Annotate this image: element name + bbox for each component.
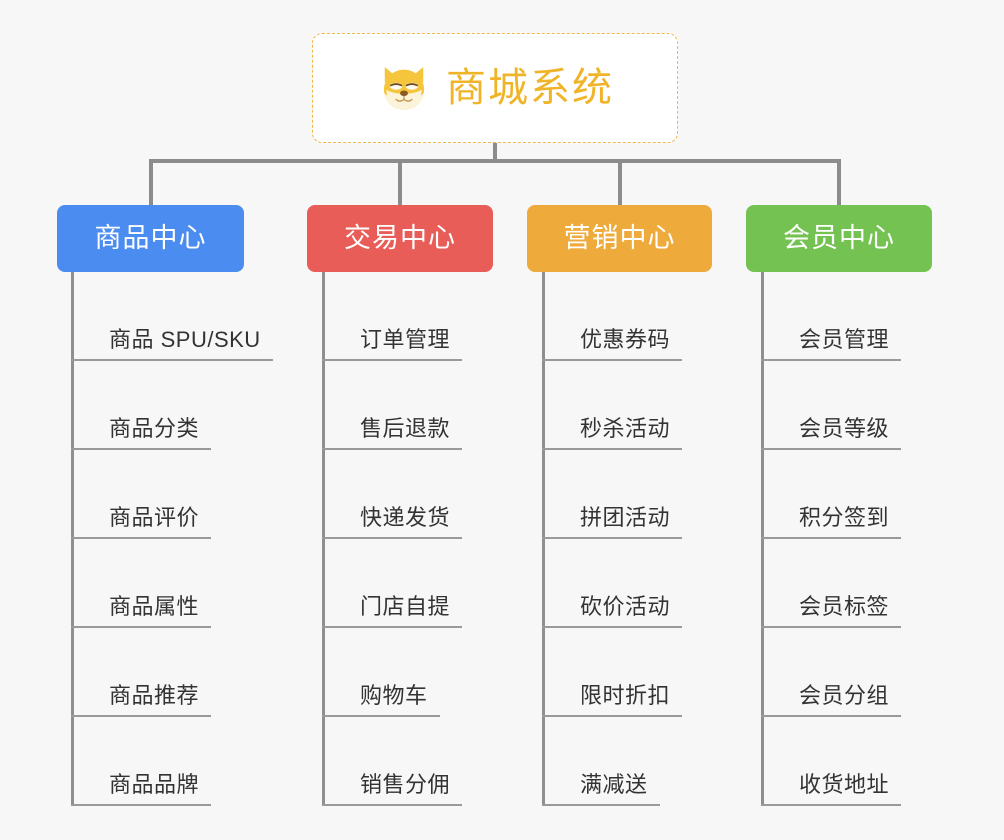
leaf-underline (542, 537, 682, 539)
leaf-node[interactable]: 商品推荐 (71, 628, 211, 717)
leaf-node[interactable]: 砍价活动 (542, 539, 682, 628)
leaf-label: 会员等级 (799, 416, 890, 441)
shiba-dog-face-icon (383, 67, 425, 110)
leaf-label: 商品 SPU/SKU (109, 327, 261, 352)
leaf-label: 快递发货 (360, 505, 451, 530)
leaf-node[interactable]: 订单管理 (322, 272, 462, 361)
leaf-node[interactable]: 商品品牌 (71, 717, 211, 806)
root-node-mall-system[interactable]: 商城系统 (312, 33, 678, 143)
leaf-node[interactable]: 销售分佣 (322, 717, 462, 806)
leaf-underline (761, 359, 901, 361)
leaf-underline (71, 448, 211, 450)
leaf-label: 订单管理 (360, 327, 451, 352)
category-label: 会员中心 (783, 223, 895, 253)
leaf-label: 购物车 (360, 683, 428, 708)
leaf-underline (542, 626, 682, 628)
connector-drop-2 (617, 159, 622, 205)
connector-drop-3 (837, 159, 841, 205)
category-node-0[interactable]: 商品中心 (57, 205, 244, 272)
leaf-label: 商品分类 (109, 416, 200, 441)
leaf-underline (322, 715, 440, 717)
root-node-label: 商城系统 (446, 66, 614, 110)
leaf-underline (71, 626, 211, 628)
leaf-label: 限时折扣 (580, 683, 671, 708)
leaf-underline (71, 715, 211, 717)
column-spine (322, 272, 325, 806)
category-label: 商品中心 (94, 223, 207, 253)
leaf-label: 会员管理 (799, 327, 890, 352)
leaf-node[interactable]: 限时折扣 (542, 628, 682, 717)
leaf-node[interactable]: 秒杀活动 (542, 361, 682, 450)
leaf-node[interactable]: 快递发货 (322, 450, 462, 539)
leaf-label: 商品属性 (109, 594, 200, 619)
leaf-node[interactable]: 会员等级 (761, 361, 901, 450)
leaf-node[interactable]: 收货地址 (761, 717, 901, 806)
leaf-underline (761, 715, 901, 717)
leaf-node[interactable]: 积分签到 (761, 450, 901, 539)
column-spine (542, 272, 545, 806)
leaf-label: 商品推荐 (109, 683, 200, 708)
leaf-node[interactable]: 商品分类 (71, 361, 211, 450)
leaf-underline (322, 359, 462, 361)
category-node-2[interactable]: 营销中心 (527, 205, 712, 272)
leaf-node[interactable]: 拼团活动 (542, 450, 682, 539)
connector-horizontal-bus (150, 159, 838, 163)
leaf-underline (761, 448, 901, 450)
leaf-node[interactable]: 会员分组 (761, 628, 901, 717)
leaf-label: 砍价活动 (580, 594, 671, 619)
leaf-label: 商品评价 (109, 505, 200, 530)
category-node-1[interactable]: 交易中心 (307, 205, 493, 272)
connector-root-stem (493, 143, 497, 161)
leaf-node[interactable]: 商品评价 (71, 450, 211, 539)
category-label: 交易中心 (344, 223, 456, 253)
leaf-label: 拼团活动 (580, 505, 671, 530)
root-node-content: 商城系统 (376, 60, 614, 116)
leaf-node[interactable]: 商品属性 (71, 539, 211, 628)
leaf-node[interactable]: 会员标签 (761, 539, 901, 628)
leaf-label: 售后退款 (360, 416, 451, 441)
leaf-label: 优惠券码 (580, 327, 671, 352)
leaf-underline (322, 804, 462, 806)
leaf-node[interactable]: 会员管理 (761, 272, 901, 361)
leaf-underline (322, 626, 462, 628)
category-node-3[interactable]: 会员中心 (746, 205, 932, 272)
category-label: 营销中心 (563, 223, 676, 253)
leaf-label: 商品品牌 (109, 772, 200, 797)
leaf-node[interactable]: 售后退款 (322, 361, 462, 450)
leaf-underline (761, 626, 901, 628)
leaf-label: 会员分组 (799, 683, 890, 708)
leaf-label: 收货地址 (799, 772, 890, 797)
leaf-underline (322, 448, 462, 450)
leaf-underline (542, 804, 660, 806)
leaf-underline (71, 359, 273, 361)
leaf-node[interactable]: 优惠券码 (542, 272, 682, 361)
connector-drop-1 (398, 159, 402, 205)
leaf-underline (542, 448, 682, 450)
leaf-node[interactable]: 商品 SPU/SKU (71, 272, 273, 361)
connector-drop-0 (148, 159, 153, 205)
leaf-label: 销售分佣 (360, 772, 451, 797)
leaf-underline (761, 804, 901, 806)
column-spine (761, 272, 764, 806)
leaf-underline (71, 537, 211, 539)
leaf-underline (322, 537, 462, 539)
column-spine (71, 272, 74, 806)
leaf-underline (542, 359, 682, 361)
leaf-node[interactable]: 门店自提 (322, 539, 462, 628)
leaf-label: 门店自提 (360, 594, 451, 619)
leaf-label: 满减送 (580, 772, 648, 797)
leaf-underline (761, 537, 901, 539)
leaf-underline (542, 715, 682, 717)
leaf-label: 会员标签 (799, 594, 890, 619)
leaf-underline (71, 804, 211, 806)
leaf-label: 秒杀活动 (580, 416, 671, 441)
leaf-node[interactable]: 满减送 (542, 717, 660, 806)
leaf-node[interactable]: 购物车 (322, 628, 440, 717)
leaf-label: 积分签到 (799, 505, 890, 530)
